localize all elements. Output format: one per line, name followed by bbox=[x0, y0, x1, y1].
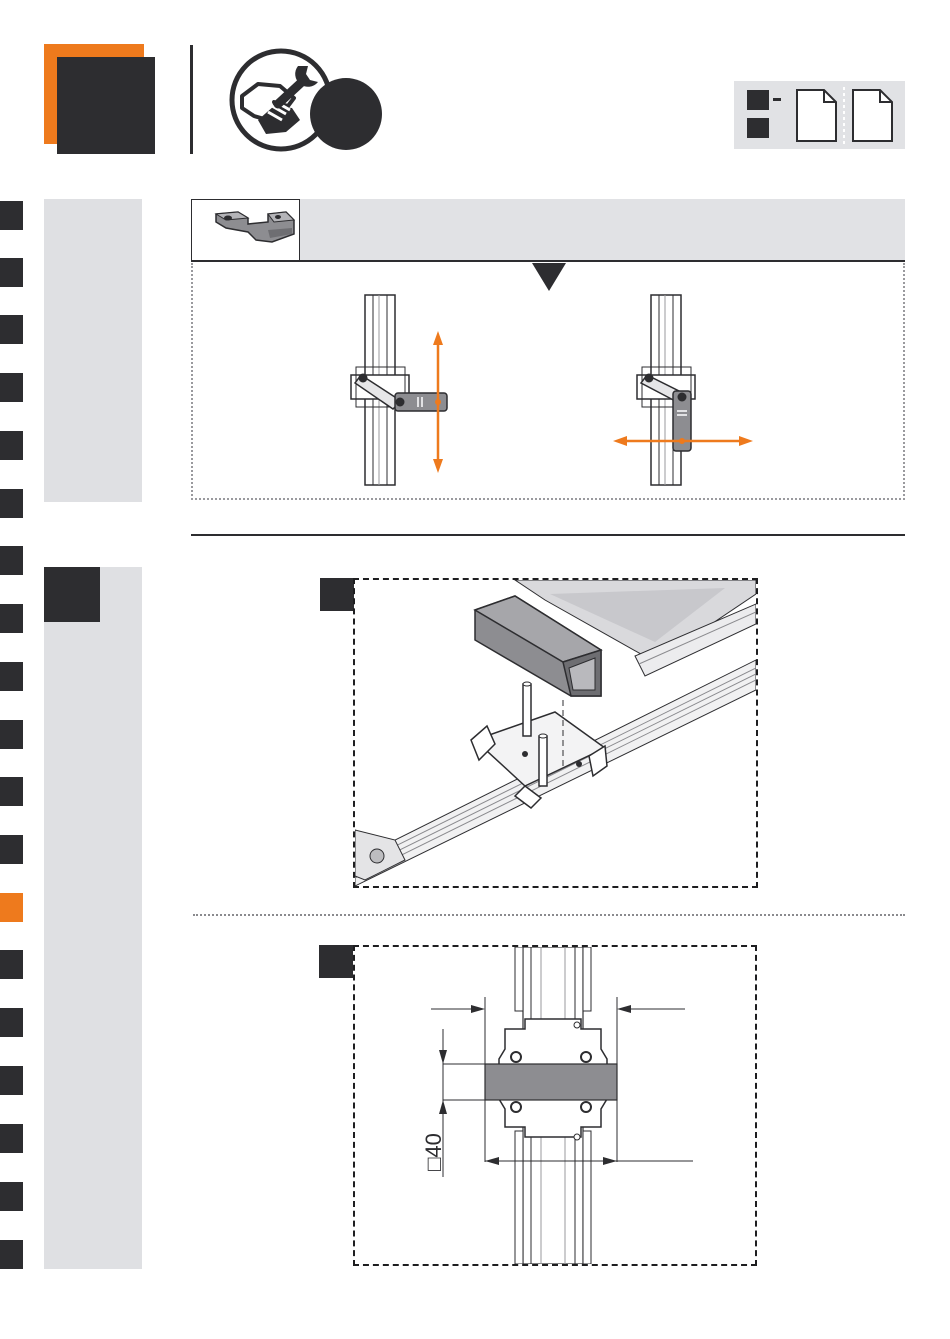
side-tab[interactable] bbox=[0, 662, 23, 691]
hand-wrench-icon bbox=[228, 46, 388, 156]
side-tab[interactable] bbox=[0, 604, 23, 633]
horizontal-adjust-illustration bbox=[613, 295, 753, 485]
side-tab[interactable] bbox=[0, 373, 23, 402]
side-tab[interactable] bbox=[0, 1182, 23, 1211]
side-tab[interactable] bbox=[0, 1066, 23, 1095]
side-panel-step bbox=[44, 567, 142, 1269]
adjustment-detail-panel bbox=[191, 263, 905, 500]
substep-badge bbox=[44, 567, 100, 622]
step-number-badge bbox=[57, 57, 155, 154]
page-reference bbox=[734, 81, 905, 149]
side-tab[interactable] bbox=[0, 1240, 23, 1269]
detail-frame-a bbox=[353, 578, 758, 888]
detail-badge-a bbox=[320, 578, 354, 611]
side-tab[interactable] bbox=[0, 258, 23, 287]
section-divider bbox=[191, 534, 905, 536]
side-tab[interactable] bbox=[0, 950, 23, 979]
side-tab[interactable] bbox=[0, 546, 23, 575]
tube-size-dimension: □40 bbox=[414, 1128, 454, 1176]
side-tab[interactable] bbox=[0, 315, 23, 344]
side-tab[interactable] bbox=[0, 777, 23, 806]
side-tab[interactable] bbox=[0, 1008, 23, 1037]
pointer-triangle-icon bbox=[532, 263, 566, 291]
angled-bracket-part-icon bbox=[191, 199, 300, 261]
vertical-adjust-illustration bbox=[351, 295, 447, 485]
tube-size-label: □40 bbox=[414, 1128, 454, 1176]
side-tab[interactable] bbox=[0, 489, 23, 518]
side-tab-active[interactable] bbox=[0, 893, 23, 922]
detail-frame-b bbox=[353, 945, 757, 1266]
info-box-rule bbox=[191, 260, 905, 262]
side-tab[interactable] bbox=[0, 1124, 23, 1153]
side-tab[interactable] bbox=[0, 201, 23, 230]
side-tab[interactable] bbox=[0, 835, 23, 864]
header-divider bbox=[190, 45, 193, 154]
side-tab[interactable] bbox=[0, 431, 23, 460]
detail-badge-b bbox=[319, 945, 353, 978]
section-divider-dotted bbox=[193, 914, 905, 916]
side-panel-note bbox=[44, 199, 142, 502]
side-tab[interactable] bbox=[0, 720, 23, 749]
